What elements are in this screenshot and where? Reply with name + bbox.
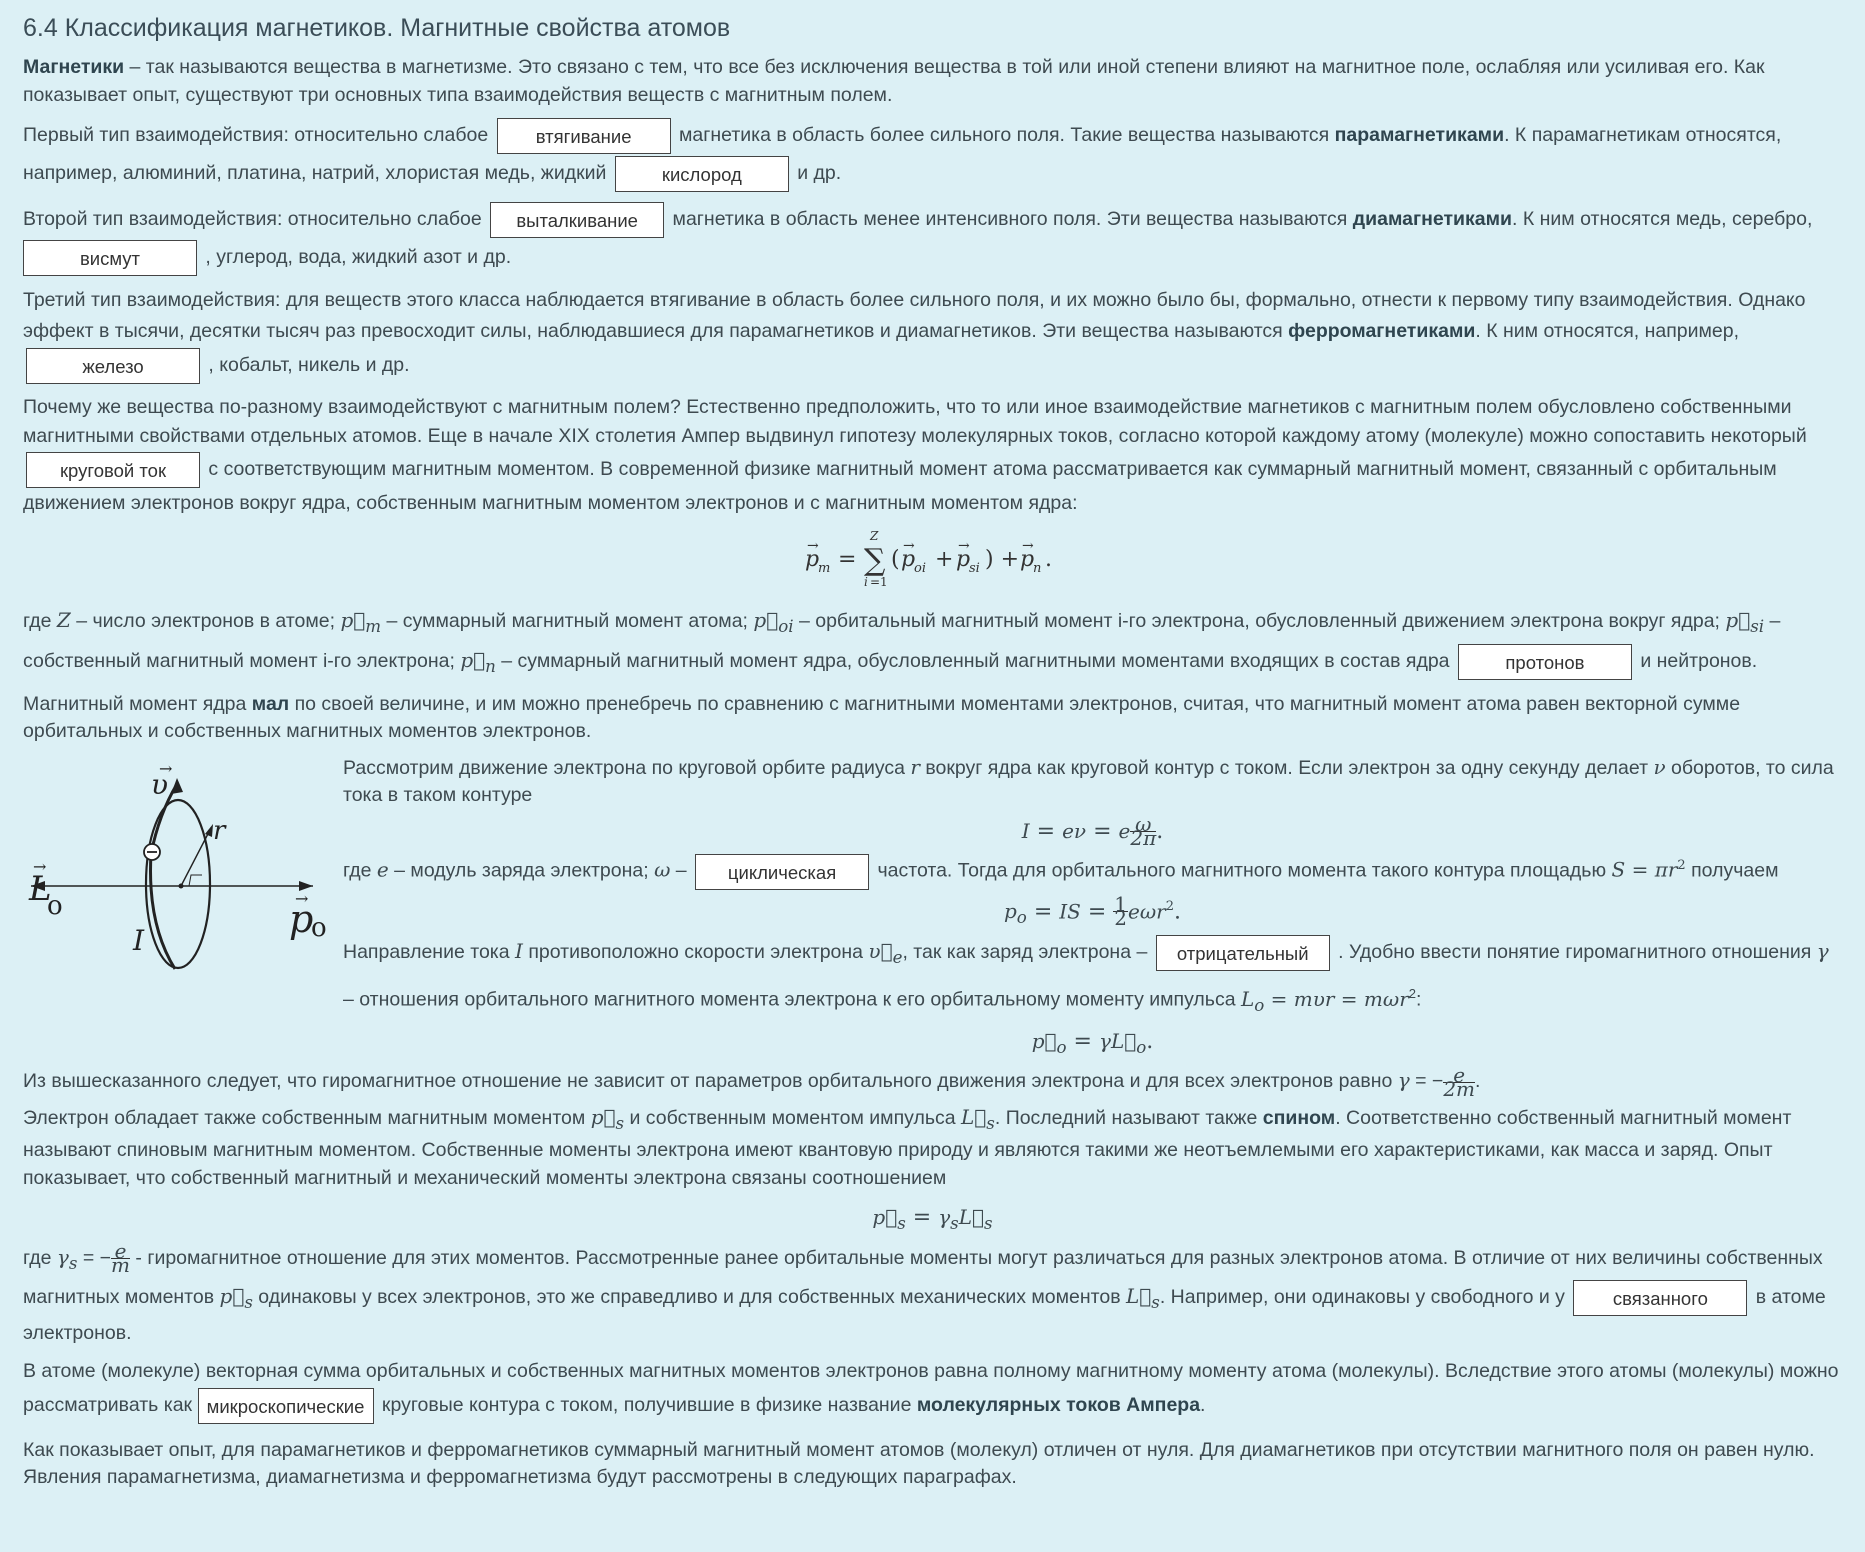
- paragraph-conclusion: Как показывает опыт, для парамагнетиков …: [23, 1438, 1815, 1489]
- paragraph-spin: Электрон обладает также собственным магн…: [23, 1104, 1792, 1189]
- paragraph-nucleus-moment: Магнитный момент ядра мал по своей велич…: [23, 692, 1741, 743]
- svg-text:o: o: [47, 891, 63, 921]
- formula-po-gamma: p⃗o = γL⃗o.: [1031, 1028, 1154, 1057]
- formula-total-moment: p → m = ∑ Z i =1 ( p → oi + p → si ) + p…: [23, 526, 1842, 596]
- svg-text:si: si: [969, 561, 980, 576]
- paragraph-definitions: где Z – число электронов в атоме; p⃗m – …: [23, 604, 1842, 683]
- formula-sum-svg: p → m = ∑ Z i =1 ( p → oi + p → si ) + p…: [805, 529, 1052, 589]
- answer-field-microscopic[interactable]: микроскопические: [197, 1387, 374, 1424]
- figure-text: Рассмотрим движение электрона по кругово…: [343, 754, 1842, 1062]
- label-L: L: [28, 869, 52, 909]
- answer-field-bismuth[interactable]: висмут: [23, 240, 197, 276]
- svg-text:p: p: [1020, 547, 1034, 572]
- answer-field-bound[interactable]: связанного: [1573, 1279, 1748, 1316]
- svg-text:→: →: [33, 857, 46, 876]
- svg-text:n: n: [1033, 561, 1041, 576]
- paragraph-molecular-currents: В атоме (молекуле) векторная сумма орбит…: [23, 1356, 1842, 1425]
- svg-text:→: →: [903, 538, 915, 554]
- answer-field-attraction[interactable]: втягивание: [496, 118, 671, 154]
- svg-text:∑: ∑: [864, 543, 886, 578]
- figure-section: υ → r L → o I p → o Рассмотрим движение …: [23, 754, 1842, 1062]
- answer-field-oxygen[interactable]: кислород: [614, 156, 789, 192]
- page: 6.4 Классификация магнетиков. Магнитные …: [23, 14, 1842, 1489]
- paragraph-frequency: где e – модуль заряда электрона; ω – цик…: [343, 847, 1842, 890]
- svg-text:+: +: [935, 547, 953, 572]
- svg-text:oi: oi: [914, 561, 926, 576]
- formula-spin: p⃗s = γsL⃗s: [872, 1205, 993, 1234]
- orbit-diagram-svg: υ → r L → o I p → o: [28, 759, 327, 970]
- svg-text:Z: Z: [869, 529, 879, 543]
- paragraph-orbit: Рассмотрим движение электрона по кругово…: [343, 754, 1834, 807]
- svg-text:(: (: [891, 547, 900, 572]
- answer-field-repulsion[interactable]: выталкивание: [490, 202, 665, 238]
- svg-text:→: →: [295, 889, 308, 908]
- answer-field-circular-current[interactable]: круговой ток: [26, 452, 200, 488]
- svg-text:i: i: [864, 575, 868, 588]
- svg-text:→: →: [807, 538, 819, 554]
- svg-text:m: m: [818, 561, 830, 576]
- label-current: I: [132, 924, 145, 957]
- svg-text:=1: =1: [870, 575, 888, 588]
- page-title: 6.4 Классификация магнетиков. Магнитные …: [23, 14, 731, 42]
- paragraph-paramagnetics: Первый тип взаимодействия: относительно …: [23, 117, 1842, 193]
- label-velocity: υ: [151, 768, 168, 801]
- paragraph-ampere-hypothesis: Почему же вещества по-разному взаимодейс…: [23, 396, 1807, 514]
- svg-text:) +: ) +: [985, 547, 1019, 572]
- orbit-figure: υ → r L → o I p → o: [23, 754, 343, 1003]
- answer-field-cyclic[interactable]: циклическая: [695, 853, 870, 890]
- paragraph-gamma-value: Из вышесказанного следует, что гиромагни…: [23, 1062, 1481, 1101]
- paragraph-ferromagnetics: Третий тип взаимодействия: для веществ э…: [23, 285, 1842, 385]
- paragraph-diamagnetics: Второй тип взаимодействия: относительно …: [23, 201, 1842, 277]
- svg-text:p: p: [901, 547, 915, 572]
- answer-field-negative[interactable]: отрицательный: [1155, 935, 1330, 972]
- svg-text:→: →: [958, 538, 970, 554]
- answer-field-protons[interactable]: протонов: [1457, 643, 1632, 680]
- svg-text:=: =: [838, 547, 856, 572]
- svg-text:o: o: [311, 913, 327, 943]
- svg-text:.: .: [1045, 547, 1052, 572]
- svg-text:→: →: [159, 759, 172, 778]
- svg-text:p: p: [805, 547, 819, 572]
- answer-field-iron[interactable]: железо: [26, 348, 200, 384]
- paragraph-gyromagnetic: Направление тока I противоположно скорос…: [343, 933, 1842, 1024]
- label-p: p: [289, 897, 313, 941]
- svg-text:→: →: [1022, 538, 1034, 554]
- label-radius: r: [213, 816, 227, 846]
- svg-text:p: p: [956, 547, 970, 572]
- paragraph-magnetics: Магнетики – так называются вещества в ма…: [23, 56, 1765, 106]
